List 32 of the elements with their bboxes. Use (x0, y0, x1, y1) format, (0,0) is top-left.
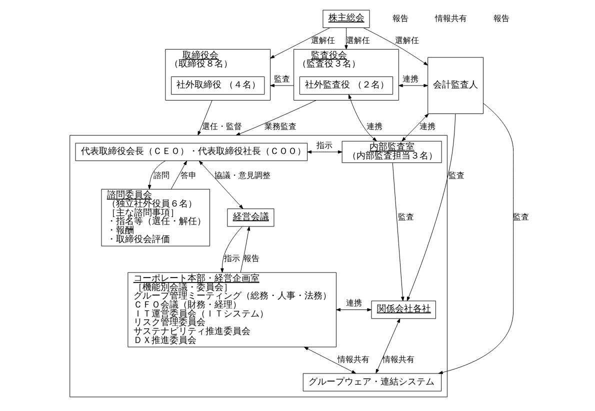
arrow (198, 100, 212, 136)
arrow (270, 28, 330, 58)
arrow (406, 114, 456, 302)
node-box: 代表取締役会長（ＣＥＯ）・代表取締役社長（ＣＯＯ） (75, 142, 308, 162)
node-box: 会計監査人 (428, 57, 484, 114)
node-box: 株主総会 (322, 10, 370, 28)
arrow (240, 226, 250, 273)
arrow (304, 346, 356, 374)
arrow (438, 103, 514, 374)
node-box: 関係会社各社 (371, 300, 436, 319)
arrow (307, 150, 342, 154)
node-box: 諮問委員会 （独立社外役員６名） ［主な諮問事項］ ・指名等（選任・解任） ・報酬 ・取締役会評価 (101, 188, 210, 246)
arrow (148, 160, 166, 190)
arrow (270, 84, 294, 88)
arrow (344, 28, 348, 50)
arrow (376, 318, 400, 374)
node-box: 内部監査室 （内部監査担当３名） (342, 140, 442, 163)
arrow (336, 308, 372, 312)
node-box: グループウェア・連結システム (302, 373, 442, 392)
node-box: コーポレート本部・経営企画室 ［機能別会議・委員会］ グループ管理ミーティング（総務・人事・法務） ＣＦＯ会議（財務・経理） ＩＴ運営委員会（ＩＴシステム） リスク管理委員会 サステナビリティ推進委員会 ＤＸ推進委員会 (128, 272, 336, 348)
arrow (170, 160, 187, 190)
node-box: 社外監査役 （２名） (299, 76, 394, 95)
node-box: 経営会議 (227, 208, 274, 227)
arrow (198, 160, 244, 209)
node-box: 社外取締役 （４名） (171, 76, 265, 95)
arrow (398, 84, 428, 88)
arrow (220, 226, 243, 273)
arrow (363, 28, 428, 66)
arrow (392, 162, 404, 302)
arrow (236, 100, 316, 136)
arrow (348, 94, 377, 142)
arrow (402, 114, 429, 142)
